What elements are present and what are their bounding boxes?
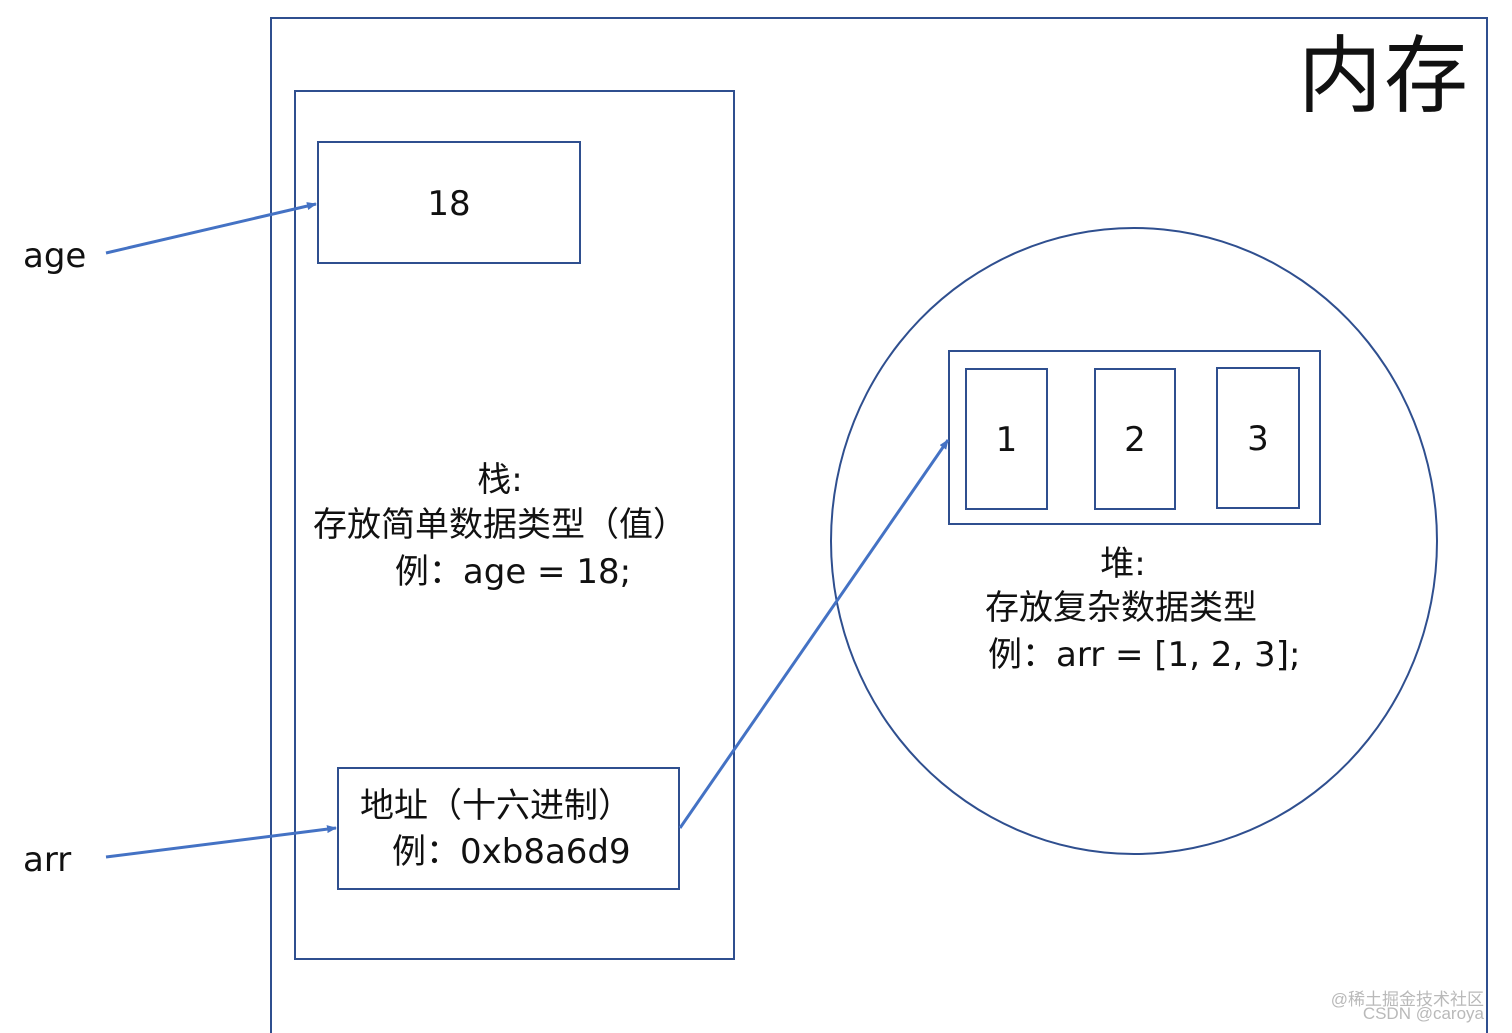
stack-label-title: 栈: xyxy=(477,460,523,500)
array-container xyxy=(948,350,1321,525)
array-cell-2-value: 2 xyxy=(1124,420,1146,460)
address-to-heap-arrow xyxy=(678,439,950,829)
array-cell-2 xyxy=(1094,368,1176,510)
memory-region xyxy=(270,17,1488,1033)
array-cell-3 xyxy=(1216,367,1300,509)
array-cell-1-value: 1 xyxy=(995,420,1018,460)
age-value: 18 xyxy=(427,184,471,224)
arr-pointer-arrow xyxy=(105,825,337,859)
array-cell-1 xyxy=(965,368,1048,510)
address-example: 例：0xb8a6d9 xyxy=(392,832,631,872)
array-cell-3-value: 3 xyxy=(1247,419,1269,459)
variable-age-label: age xyxy=(23,236,87,276)
address-box xyxy=(337,767,680,890)
heap-region xyxy=(830,227,1438,855)
age-pointer-arrow xyxy=(105,202,317,255)
variable-arr-label: arr xyxy=(23,840,72,880)
memory-title: 内存 xyxy=(1298,27,1471,125)
heap-label-desc: 存放复杂数据类型 xyxy=(985,588,1257,628)
address-title: 地址（十六进制） xyxy=(360,786,632,826)
age-value-box xyxy=(317,141,581,264)
watermark-line-2: CSDN @caroya xyxy=(1362,1004,1484,1023)
stack-label-desc: 存放简单数据类型（值） xyxy=(313,505,687,545)
heap-label-title: 堆: xyxy=(1100,544,1146,584)
stack-region xyxy=(294,90,735,960)
heap-label-example: 例：arr = [1, 2, 3]; xyxy=(988,635,1301,675)
stack-label-example: 例：age = 18; xyxy=(394,552,632,592)
watermark-line-1: @稀土掘金技术社区 xyxy=(1330,990,1484,1009)
